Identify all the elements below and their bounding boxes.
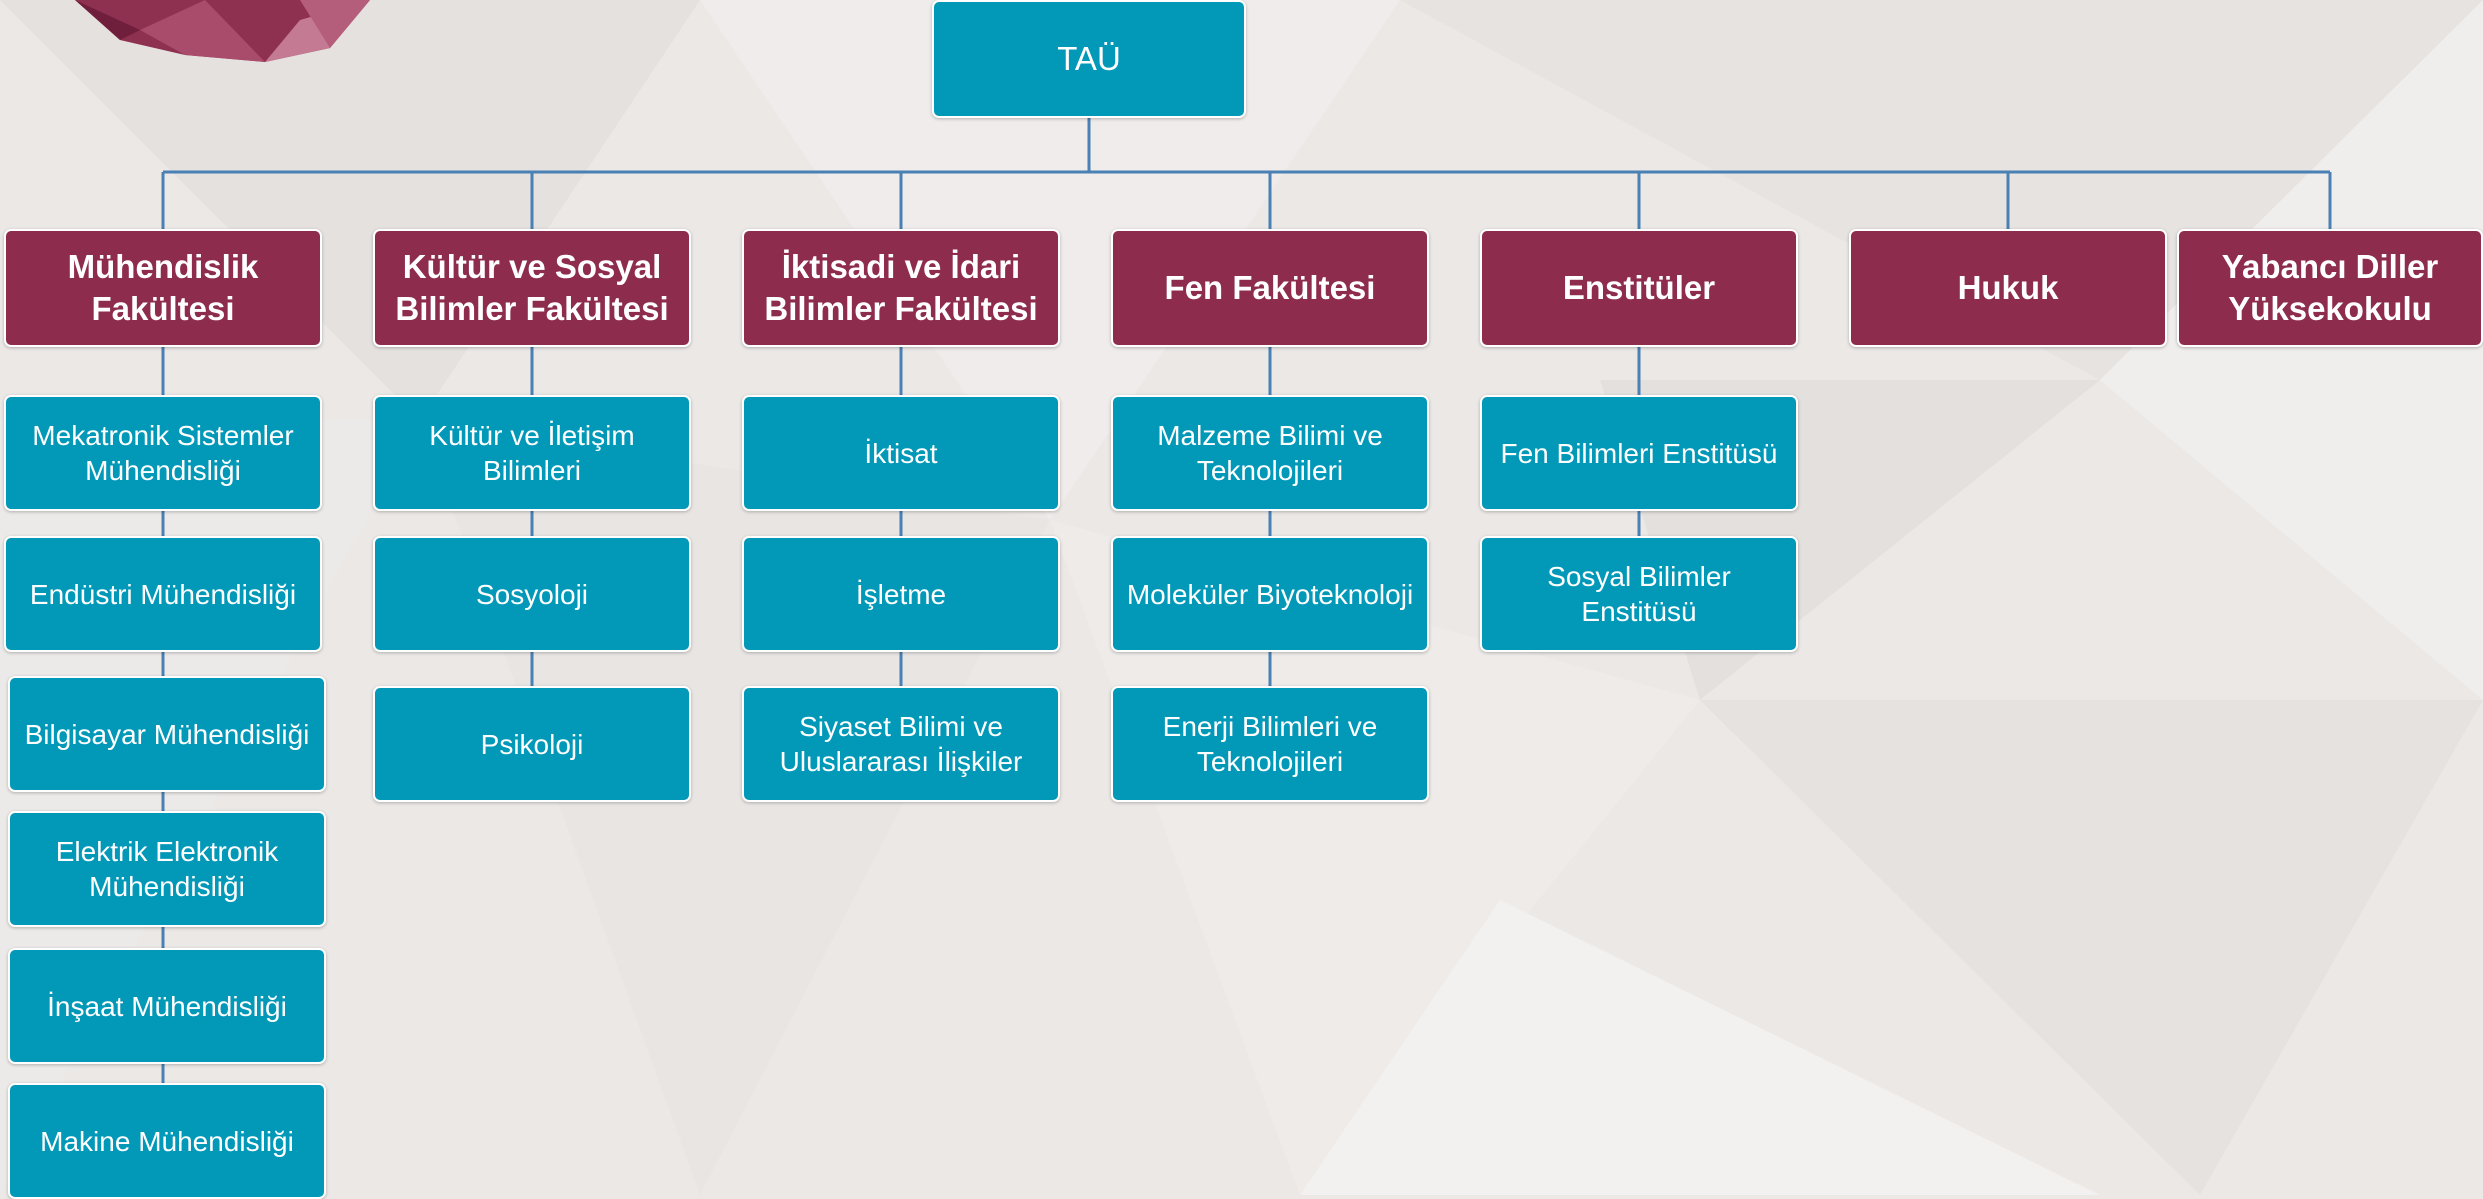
department-elektrik-elektronik-muhendisligi: Elektrik Elektronik Mühendisliği	[8, 811, 326, 927]
department-isletme: İşletme	[742, 536, 1060, 652]
department-iktisat: İktisat	[742, 395, 1060, 511]
department-fen-bilimleri-enstitusu: Fen Bilimleri Enstitüsü	[1480, 395, 1798, 511]
faculty-yabanci-diller-yuksekokulu: Yabancı Diller Yüksekokulu	[2177, 229, 2483, 347]
faculty-kultur-ve-sosyal-bilimler-fakultesi: Kültür ve Sosyal Bilimler Fakültesi	[373, 229, 691, 347]
department-endustri-muhendisligi: Endüstri Mühendisliği	[4, 536, 322, 652]
department-siyaset-bilimi-ve-uluslararasi-iliskiler: Siyaset Bilimi ve Uluslararası İlişkiler	[742, 686, 1060, 802]
department-molekuler-biyoteknoloji: Moleküler Biyoteknoloji	[1111, 536, 1429, 652]
department-enerji-bilimleri-ve-teknolojileri: Enerji Bilimleri ve Teknolojileri	[1111, 686, 1429, 802]
department-bilgisayar-muhendisligi: Bilgisayar Mühendisliği	[8, 676, 326, 792]
faculty-muhendislik-fakultesi: Mühendislik Fakültesi	[4, 229, 322, 347]
department-kultur-ve-iletisim-bilimleri: Kültür ve İletişim Bilimleri	[373, 395, 691, 511]
logo-decoration	[75, 0, 370, 62]
department-insaat-muhendisligi: İnşaat Mühendisliği	[8, 948, 326, 1064]
department-mekatronik-sistemler-muhendisligi: Mekatronik Sistemler Mühendisliği	[4, 395, 322, 511]
faculty-iktisadi-ve-idari-bilimler-fakultesi: İktisadi ve İdari Bilimler Fakültesi	[742, 229, 1060, 347]
department-sosyal-bilimler-enstitusu: Sosyal Bilimler Enstitüsü	[1480, 536, 1798, 652]
department-psikoloji: Psikoloji	[373, 686, 691, 802]
department-malzeme-bilimi-ve-teknolojileri: Malzeme Bilimi ve Teknolojileri	[1111, 395, 1429, 511]
faculty-fen-fakultesi: Fen Fakültesi	[1111, 229, 1429, 347]
faculty-hukuk: Hukuk	[1849, 229, 2167, 347]
faculty-enstituler: Enstitüler	[1480, 229, 1798, 347]
department-sosyoloji: Sosyoloji	[373, 536, 691, 652]
root-node: TAÜ	[932, 0, 1246, 118]
department-makine-muhendisligi: Makine Mühendisliği	[8, 1083, 326, 1199]
